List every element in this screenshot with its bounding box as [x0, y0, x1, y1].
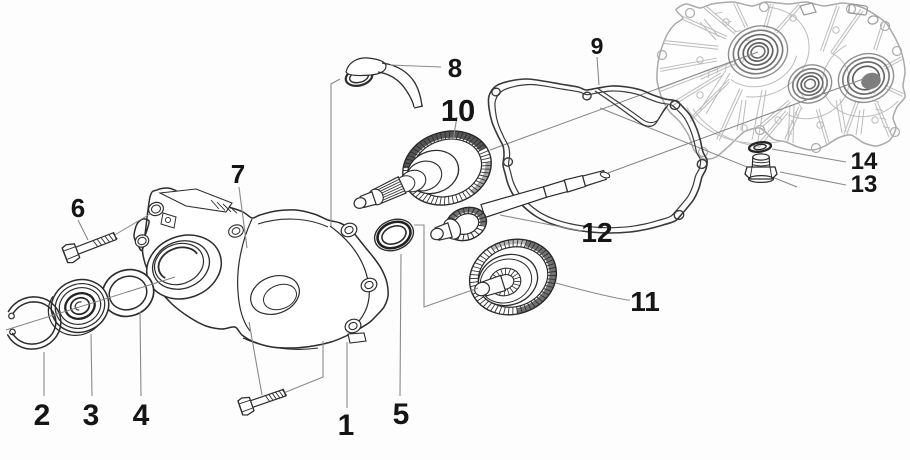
svg-text:8: 8 [448, 53, 462, 83]
svg-text:1: 1 [338, 409, 355, 442]
svg-text:7: 7 [231, 159, 245, 189]
svg-text:6: 6 [71, 193, 85, 223]
svg-text:2: 2 [34, 399, 51, 432]
svg-text:13: 13 [851, 171, 878, 198]
svg-text:12: 12 [581, 217, 612, 248]
svg-text:11: 11 [630, 286, 660, 317]
svg-text:14: 14 [851, 148, 878, 175]
svg-text:5: 5 [393, 398, 410, 431]
svg-text:9: 9 [591, 33, 604, 59]
svg-text:3: 3 [83, 399, 100, 432]
svg-text:4: 4 [133, 399, 150, 432]
svg-text:10: 10 [441, 93, 475, 128]
